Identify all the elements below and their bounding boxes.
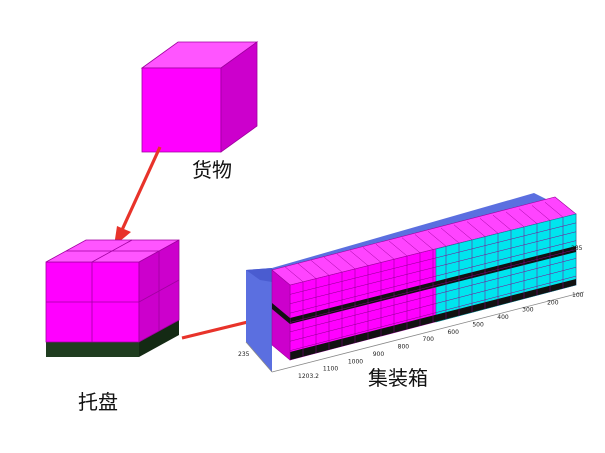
cargo-grid-line — [414, 234, 434, 250]
cargo-grid-line — [453, 224, 473, 241]
cargo-grid-line — [388, 240, 408, 257]
label-container: 集装箱 — [368, 366, 428, 390]
cargo-grid-line — [375, 243, 395, 260]
cargo-grid-line — [289, 240, 577, 314]
cargo-grid-line — [349, 250, 369, 266]
cargo-grid-line — [289, 249, 577, 323]
z-axis-tick: 235 — [571, 245, 583, 252]
x-axis-tick: 600 — [447, 329, 459, 336]
pallet-stack — [45, 239, 180, 357]
cargo-grid-line — [323, 256, 343, 273]
x-axis-tick: 700 — [423, 336, 435, 343]
cargo-grid-line — [289, 267, 577, 342]
cargo-grid-line — [544, 202, 564, 218]
cargo-grid-line — [531, 205, 551, 221]
label-pallet: 托盘 — [78, 390, 118, 414]
cargo-grid — [284, 202, 577, 357]
x-axis-tick: 1000 — [348, 358, 363, 365]
x-axis-tick: 1100 — [323, 366, 338, 373]
cargo-grid-line — [336, 253, 356, 270]
cargo-grid-line — [505, 211, 525, 228]
cargo-grid-line — [362, 247, 382, 263]
cargo-grid-line — [284, 266, 304, 282]
y-axis-tick: 235 — [238, 351, 250, 358]
x-axis-tick: 1203.2 — [298, 373, 319, 380]
cargo-grid-line — [289, 231, 577, 304]
label-goods: 货物 — [192, 158, 232, 182]
goods-box — [140, 41, 259, 153]
x-axis-tick: 800 — [398, 344, 410, 351]
cargo-grid-line — [479, 218, 499, 234]
cargo-grid-line — [466, 221, 486, 237]
x-axis-tick: 400 — [497, 314, 509, 321]
cargo-grid-line — [440, 227, 460, 244]
x-axis-tick: 200 — [547, 299, 559, 306]
x-axis-tick: 500 — [472, 321, 484, 328]
cargo-grid-line — [427, 231, 447, 247]
cargo-grid-line — [310, 260, 330, 276]
cargo-grid-line — [289, 275, 577, 351]
arrow-goods-to-pallet — [114, 146, 162, 246]
cargo-grid-line — [401, 237, 421, 253]
x-axis-tick: 100 — [572, 292, 584, 299]
container-x-axis: 100 200 300 400 500 600 700 800 900 1000 1100 1203.… — [298, 292, 584, 380]
x-axis-tick: 900 — [373, 351, 385, 358]
cargo-grid-line — [518, 208, 538, 224]
x-axis-tick: 300 — [522, 307, 534, 314]
cargo-grid-line — [289, 258, 577, 333]
cargo-grid-line — [289, 222, 577, 295]
container — [245, 193, 585, 373]
cargo-grid-line — [492, 214, 512, 231]
cargo-grid-line — [297, 263, 317, 279]
